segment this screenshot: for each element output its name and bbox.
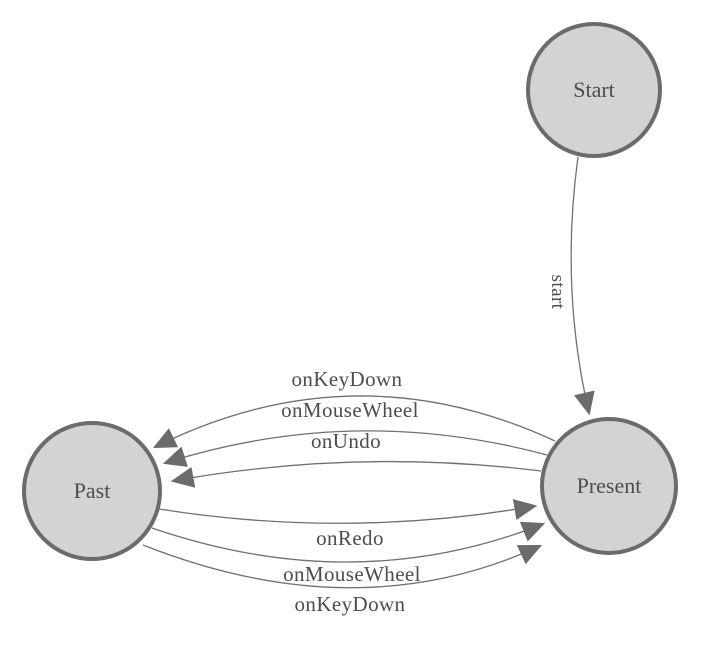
node-past-label: Past — [74, 478, 111, 503]
edge-onmousewheel-top-label: onMouseWheel — [281, 398, 419, 422]
node-past-circle[interactable] — [22, 421, 162, 561]
edge-onmousewheel-bottom-label: onMouseWheel — [283, 562, 421, 586]
edge-past-to-present-onredo: onRedo — [158, 499, 538, 550]
node-present-label: Present — [577, 473, 642, 498]
edge-present-to-past-onmousewheel: onMouseWheel — [162, 398, 548, 467]
edge-onundo-label: onUndo — [311, 429, 381, 453]
edge-present-to-past-onkeydown: onKeyDown — [152, 367, 556, 449]
edge-onkeydown-bottom-label: onKeyDown — [295, 592, 406, 616]
edge-start-to-present: start — [547, 156, 595, 416]
node-layer: Start Present Past — [22, 22, 678, 561]
edge-onkeydown-top-label: onKeyDown — [292, 367, 403, 391]
node-past[interactable]: Past — [22, 421, 162, 561]
edge-onredo-label: onRedo — [316, 526, 384, 550]
edge-onmousewheel-top-path — [162, 430, 548, 467]
node-present-circle[interactable] — [540, 417, 678, 555]
edge-layer: start onKeyDown onMouseWheel onUndo onRe… — [142, 156, 595, 616]
edge-start-path — [570, 156, 595, 416]
edge-onkeydown-bottom-path — [142, 544, 543, 589]
edge-onundo-path — [170, 460, 542, 488]
edge-onmousewheel-bottom-path — [151, 521, 546, 563]
edge-past-to-present-onmousewheel: onMouseWheel — [151, 521, 546, 586]
edge-present-to-past-onundo: onUndo — [170, 429, 542, 488]
node-start-circle[interactable] — [526, 22, 662, 158]
edge-onredo-path — [158, 499, 538, 524]
edge-onkeydown-top-path — [152, 395, 556, 449]
edge-start-label: start — [547, 275, 568, 310]
node-start-label: Start — [573, 77, 615, 102]
edge-past-to-present-onkeydown: onKeyDown — [142, 544, 543, 616]
node-start[interactable]: Start — [526, 22, 662, 158]
node-present[interactable]: Present — [540, 417, 678, 555]
